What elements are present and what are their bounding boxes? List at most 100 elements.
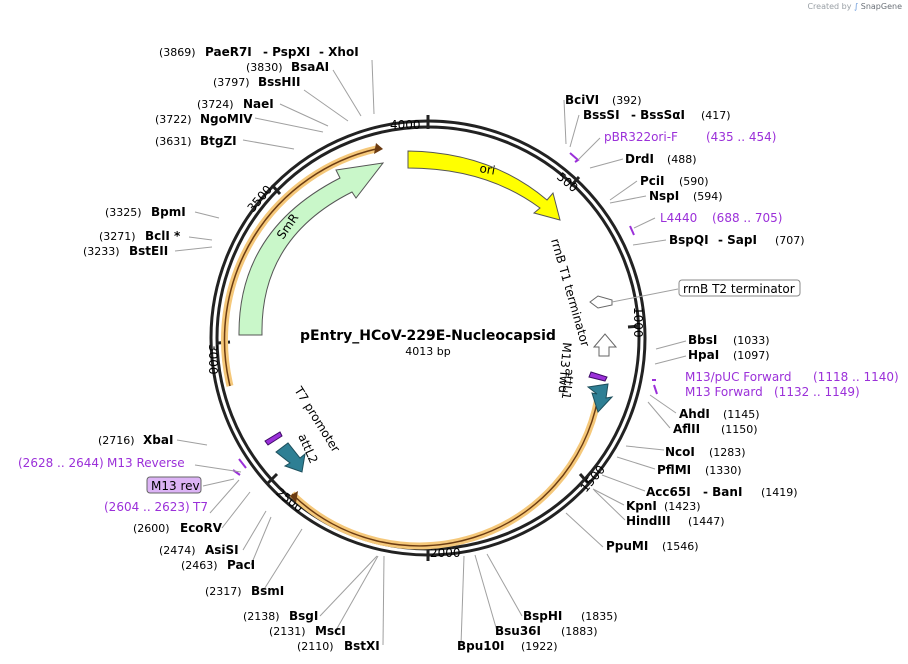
feature-ori[interactable]: ori <box>407 150 561 221</box>
site-labels: (3869) PaeR7I - PspXI - XhoI (3830) BsaA… <box>83 45 805 653</box>
site-ppumi[interactable]: PpuMI <box>606 539 648 553</box>
site-bspqi[interactable]: BspQI <box>669 233 709 247</box>
site-bsmi[interactable]: BsmI <box>251 584 284 598</box>
site-paci[interactable]: PacI <box>227 558 255 572</box>
site-xhoi[interactable]: - XhoI <box>319 45 359 59</box>
site-paer7i[interactable]: PaeR7I <box>205 45 252 59</box>
primer-marks <box>232 152 658 476</box>
site-bcli[interactable]: BclI * <box>145 229 181 243</box>
feature-m13-rev[interactable]: M13 rev <box>146 476 202 494</box>
credit-brand: SnapGene <box>860 2 902 11</box>
site-bsaai[interactable]: BsaAI <box>291 60 329 74</box>
site-nspi[interactable]: NspI <box>649 189 679 203</box>
site-bsssi[interactable]: BssSI <box>583 108 620 122</box>
site-kpni[interactable]: KpnI <box>626 499 657 513</box>
site-aflii[interactable]: AflII <box>673 422 700 436</box>
site-msci-pos: (2131) <box>269 625 306 638</box>
site-sapi[interactable]: - SapI <box>718 233 757 247</box>
plasmid-length: 4013 bp <box>405 345 450 358</box>
primer-pbr322ori-f-range: (435 .. 454) <box>706 130 776 144</box>
site-msci[interactable]: MscI <box>315 624 346 638</box>
site-bsphi[interactable]: BspHI <box>523 609 562 623</box>
site-pflmi[interactable]: PflMI <box>657 463 691 477</box>
feature-attl1[interactable]: attL1 <box>559 368 614 413</box>
primer-m13-puc-forward[interactable]: M13/pUC Forward <box>685 370 792 384</box>
insert-arcs <box>220 143 602 550</box>
site-bstxi[interactable]: BstXI <box>344 639 380 653</box>
site-acc65i[interactable]: Acc65I <box>646 485 691 499</box>
site-naei[interactable]: NaeI <box>243 97 274 111</box>
site-bpmi-pos: (3325) <box>105 206 142 219</box>
feature-label-ori: ori <box>478 161 496 177</box>
tick-label-4000: 4000 <box>390 118 421 132</box>
site-bsgi[interactable]: BsgI <box>289 609 318 623</box>
site-aflii-pos: (1150) <box>721 423 758 436</box>
site-bsphi-pos: (1835) <box>581 610 618 623</box>
site-bstxi-pos: (2110) <box>297 640 334 653</box>
site-ahdi-pos: (1145) <box>723 408 760 421</box>
site-pspxi[interactable]: - PspXI <box>263 45 310 59</box>
site-bsu36i[interactable]: Bsu36I <box>495 624 541 638</box>
feature-attl2[interactable]: attL2 <box>275 432 321 473</box>
primer-t7[interactable]: T7 <box>192 500 208 514</box>
primer-m13-puc-forward-range: (1118 .. 1140) <box>813 370 899 384</box>
plasmid-name: pEntry_HCoV-229E-Nucleocapsid <box>300 328 556 344</box>
primer-m13-forward-range: (1132 .. 1149) <box>774 385 860 399</box>
feature-rrnb-t2[interactable]: rrnB T2 terminator <box>589 279 801 309</box>
site-ncoi-pos: (1283) <box>709 446 746 459</box>
site-ecorv-pos: (2600) <box>133 522 170 535</box>
site-ngomiv[interactable]: NgoMIV <box>200 112 253 126</box>
credit-prefix: Created by <box>807 2 852 11</box>
feature-m13-fwd[interactable]: M13 fwd <box>556 342 608 394</box>
site-drdi[interactable]: DrdI <box>625 152 654 166</box>
site-ncoi[interactable]: NcoI <box>665 445 695 459</box>
plasmid-title: pEntry_HCoV-229E-Nucleocapsid 4013 bp <box>300 328 556 358</box>
primer-l4440[interactable]: L4440 <box>660 211 697 225</box>
tick-label-2000: 2000 <box>430 546 461 560</box>
site-bpu10i-pos: (1922) <box>521 640 558 653</box>
site-btgzi-pos: (3631) <box>155 135 192 148</box>
site-ahdi[interactable]: AhdI <box>679 407 710 421</box>
site-bpu10i[interactable]: Bpu10I <box>457 639 504 653</box>
primer-m13-forward[interactable]: M13 Forward <box>685 385 763 399</box>
site-pflmi-pos: (1330) <box>705 464 742 477</box>
primer-pbr322ori-f[interactable]: pBR322ori-F <box>604 130 678 144</box>
site-asisi-pos: (2474) <box>159 544 196 557</box>
site-bsteii[interactable]: BstEII <box>129 244 168 258</box>
primer-t7-range: (2604 .. 2623) <box>104 500 190 514</box>
tick-label-1000: 1000 <box>631 307 645 338</box>
site-hpai[interactable]: HpaI <box>688 348 719 362</box>
site-bcivi[interactable]: BciVI <box>565 93 599 107</box>
site-hindiii-pos: (1447) <box>688 515 725 528</box>
site-bcivi-pos: (392) <box>612 94 642 107</box>
site-paer7i-pos: (3869) <box>159 46 196 59</box>
site-bani-pos: (1419) <box>761 486 798 499</box>
site-bbsi[interactable]: BbsI <box>688 333 717 347</box>
primer-m13-reverse[interactable]: M13 Reverse <box>107 456 185 470</box>
primer-labels: pBR322ori-F (435 .. 454) L4440 (688 .. 7… <box>18 130 899 514</box>
feature-rrnb-t1[interactable]: rrnB T1 terminator <box>548 237 618 357</box>
site-btgzi[interactable]: BtgZI <box>200 134 237 148</box>
site-asisi[interactable]: AsiSI <box>205 543 239 557</box>
site-ppumi-pos: (1546) <box>662 540 699 553</box>
site-nspi-pos: (594) <box>693 190 723 203</box>
site-bsaai-pos: (3830) <box>246 61 283 74</box>
site-pcii-pos: (590) <box>679 175 709 188</box>
site-pcii[interactable]: PciI <box>640 174 665 188</box>
site-bani[interactable]: - BanI <box>703 485 742 499</box>
site-bsshii-pos: (3797) <box>213 76 250 89</box>
site-bsshii[interactable]: BssHII <box>258 75 300 89</box>
site-bpmi[interactable]: BpmI <box>151 205 186 219</box>
site-paci-pos: (2463) <box>181 559 218 572</box>
primer-l4440-range: (688 .. 705) <box>712 211 782 225</box>
site-hindiii[interactable]: HindIII <box>626 514 671 528</box>
feature-label-rrnb-t2: rrnB T2 terminator <box>683 282 795 296</box>
tick-marks <box>217 115 641 561</box>
snapgene-logo-icon: ∫ <box>854 2 859 11</box>
site-xbai-pos: (2716) <box>98 434 135 447</box>
site-bbsi-pos: (1033) <box>733 334 770 347</box>
site-ecorv[interactable]: EcoRV <box>180 521 223 535</box>
site-bsssai[interactable]: - BssSαI <box>631 108 685 122</box>
site-xbai[interactable]: XbaI <box>143 433 173 447</box>
rrnb-t2-label-box <box>678 279 801 297</box>
